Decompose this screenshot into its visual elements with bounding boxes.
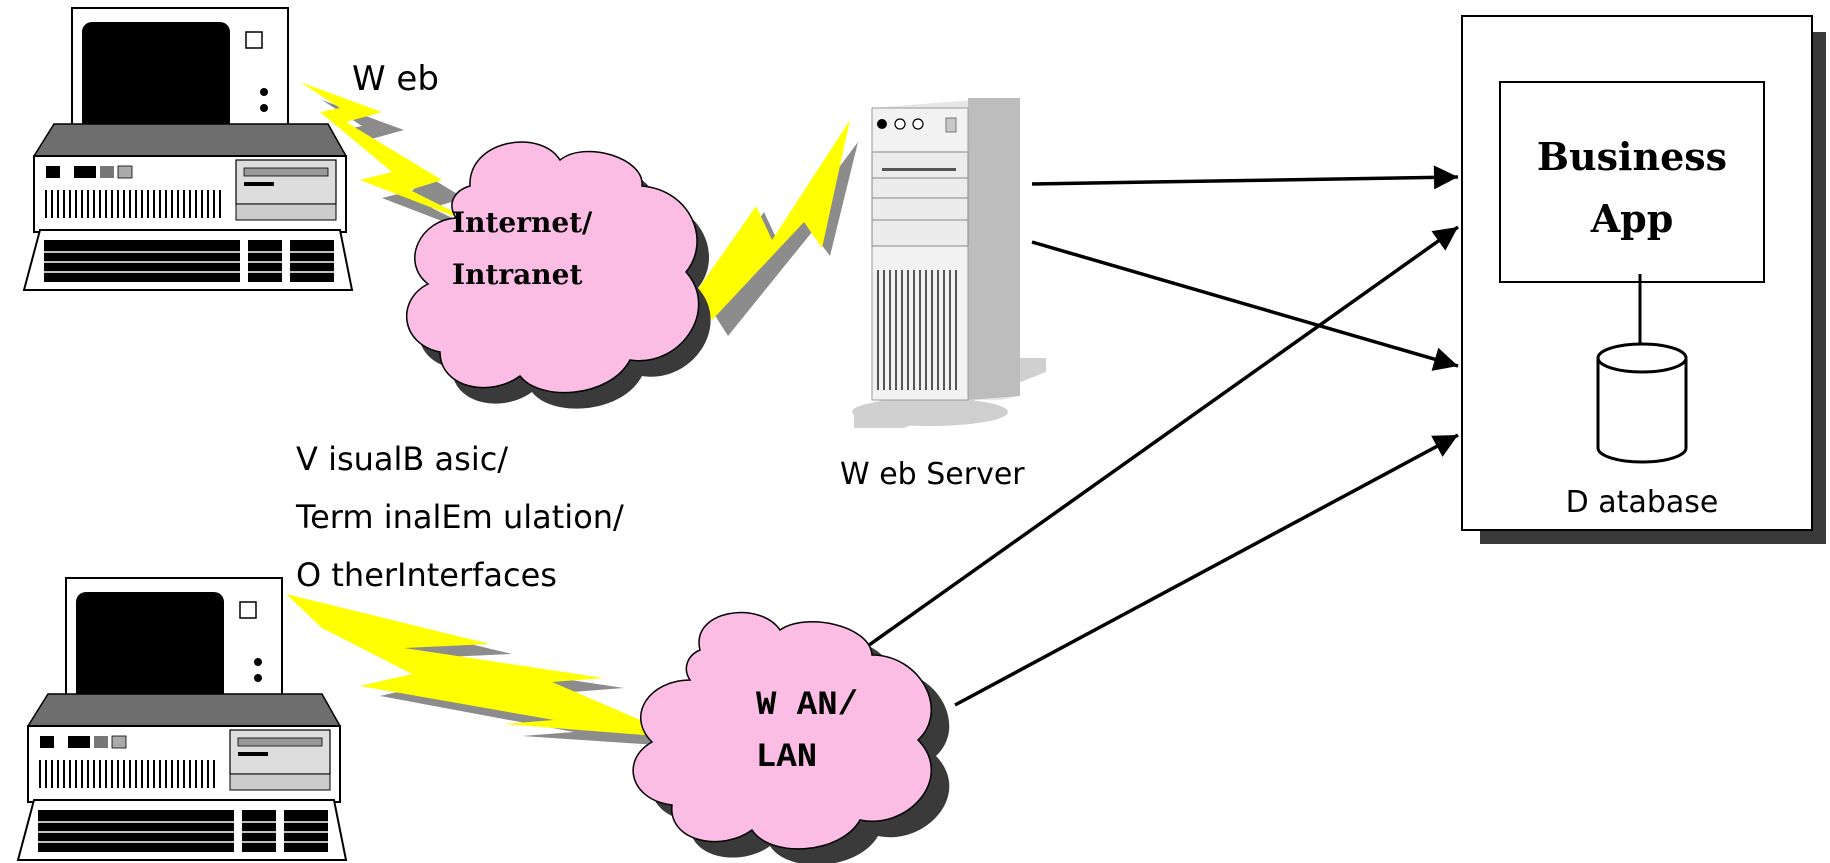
lightning-bolt-wan (286, 594, 702, 748)
internet-cloud: Internet/ Intranet (405, 141, 711, 409)
business-app-box (1499, 81, 1765, 283)
internet-cloud-label-line2: Intranet (452, 258, 582, 291)
wan-cloud-label-line1: W AN/ (756, 687, 858, 725)
business-system-box: Business App D atabase (1461, 15, 1826, 544)
business-app-label-line2: App (1590, 196, 1674, 241)
web-server-label: W eb Server (840, 457, 1025, 492)
business-app-label-line1: Business (1537, 134, 1727, 179)
web-label: W eb (352, 59, 439, 99)
wan-cloud-label-line2: LAN (756, 739, 817, 777)
database-label: D atabase (1566, 485, 1719, 520)
server-to-app-arrow (1031, 165, 1459, 190)
other-interfaces-line1: V isualB asic/ (296, 440, 508, 478)
database-cylinder-icon (1596, 342, 1688, 464)
server-to-database-arrow (1031, 240, 1459, 371)
web-server-tower-icon (852, 98, 1046, 428)
wan-to-database-arrow (954, 433, 1459, 707)
wan-to-app-arrow (853, 225, 1460, 657)
lightning-bolt-web (300, 82, 512, 248)
wan-cloud: W AN/ LAN (632, 611, 950, 863)
internet-cloud-label-line1: Internet/ (452, 206, 593, 239)
other-interfaces-line2: Term inalEm ulation/ (295, 498, 624, 536)
pc-computer-icon (16, 577, 348, 861)
lightning-bolt-server (696, 120, 858, 336)
other-interfaces-line3: O therInterfaces (296, 556, 557, 594)
pc-computer-icon (22, 7, 354, 291)
